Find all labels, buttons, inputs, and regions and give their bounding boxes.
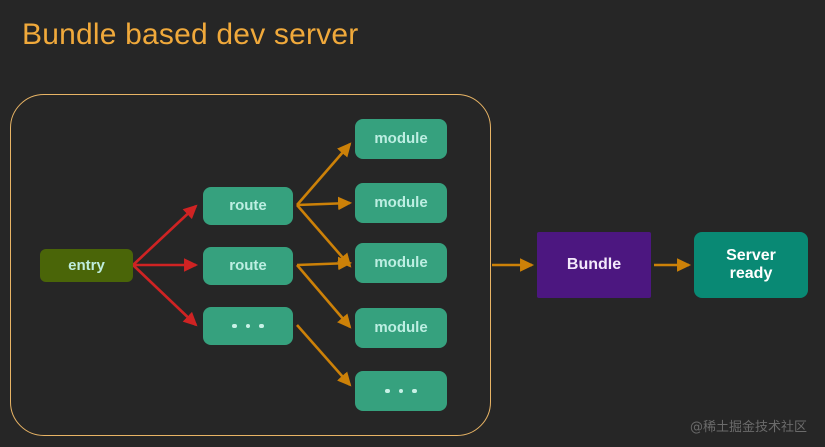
node-server-label-line2: ready [729,265,773,282]
page-title: Bundle based dev server [22,18,359,51]
ellipsis-dots-routes [232,323,264,329]
node-module-3-label: module [374,254,428,272]
node-module-1[interactable]: module [355,119,447,159]
watermark: @稀土掘金技术社区 [689,420,807,435]
node-server-ready[interactable]: Server ready [694,232,808,298]
node-route-ellipsis[interactable] [203,307,293,345]
node-module-2[interactable]: module [355,183,447,223]
node-module-ellipsis[interactable] [355,371,447,411]
node-module-2-label: module [374,194,428,212]
node-entry[interactable]: entry [40,249,133,282]
node-entry-label: entry [68,256,105,274]
node-bundle-label: Bundle [566,255,622,273]
node-module-1-label: module [374,130,428,148]
node-server-label-line1: Server [726,246,776,264]
node-route-2[interactable]: route [203,247,293,285]
node-bundle[interactable]: Bundle [537,232,651,298]
node-module-4-label: module [374,319,428,337]
node-route-2-label: route [229,257,267,275]
node-module-4[interactable]: module [355,308,447,348]
node-module-3[interactable]: module [355,243,447,283]
node-route-1-label: route [229,197,267,215]
module-graph-container [10,94,491,436]
node-route-1[interactable]: route [203,187,293,225]
ellipsis-dots-modules [385,388,417,394]
